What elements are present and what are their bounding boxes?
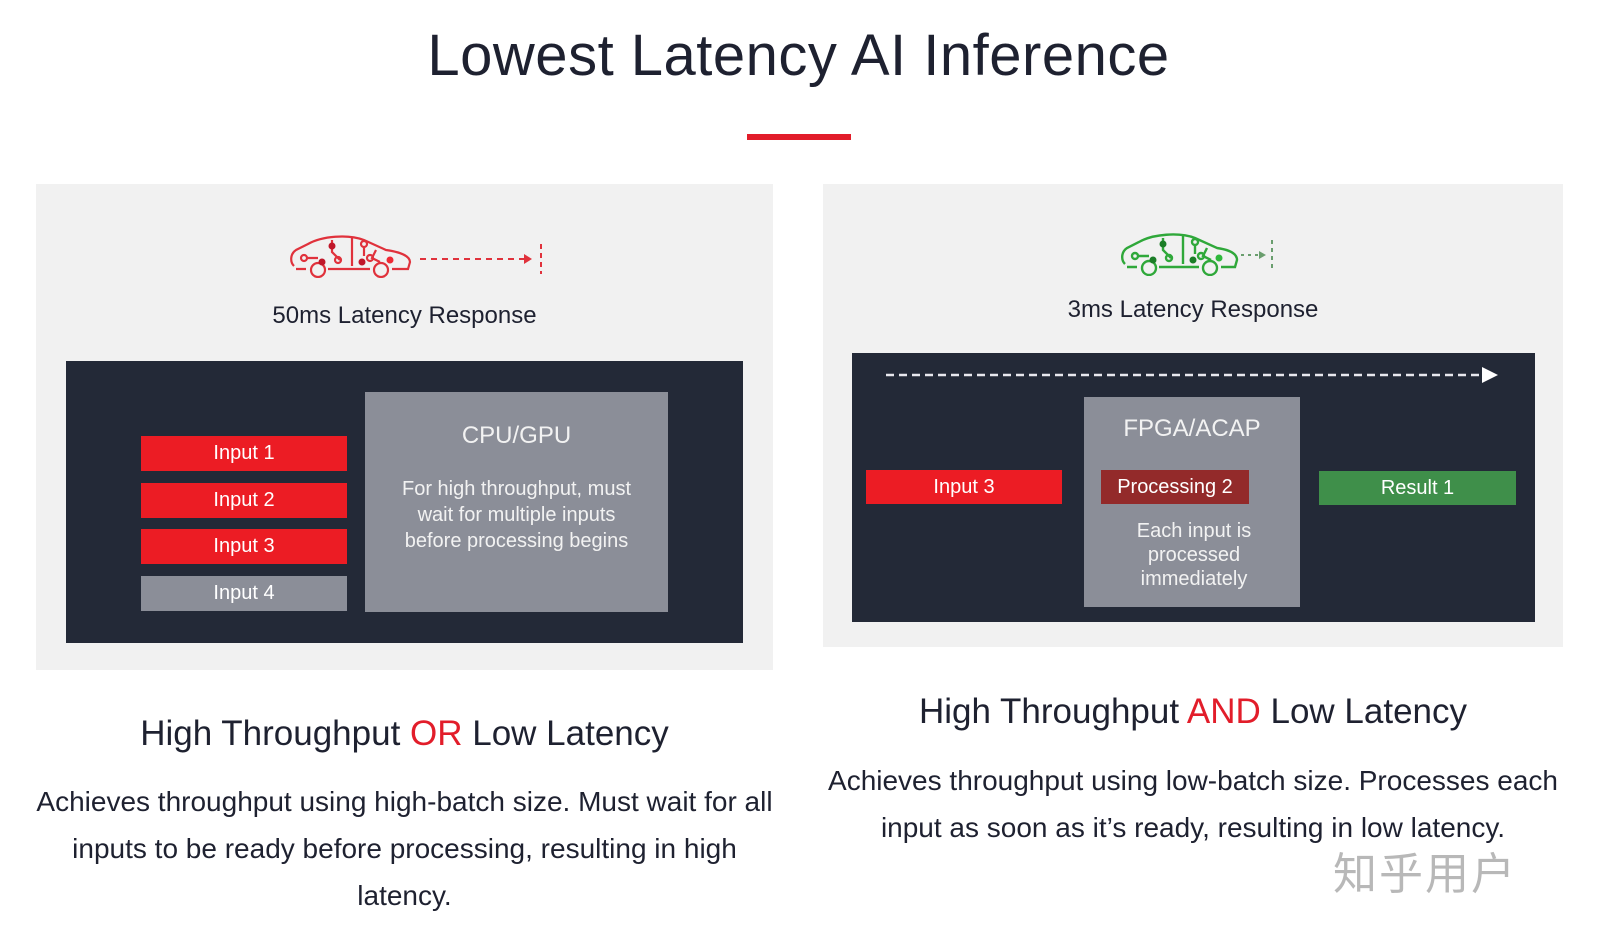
left-description: Achieves throughput using high-batch siz… — [36, 786, 773, 911]
heading-text: High Throughput — [140, 714, 411, 753]
fpga-acap-block: FPGA/ACAP Processing 2 Each input is pro… — [1084, 397, 1300, 607]
processor-description: For high throughput, must wait for multi… — [401, 478, 631, 552]
result-1-block: Result 1 — [1319, 471, 1516, 505]
right-description: Achieves throughput using low-batch size… — [828, 765, 1558, 843]
car-circuit-icon — [290, 235, 542, 278]
cpu-gpu-block: CPU/GPU For high throughput, must wait f… — [365, 392, 668, 612]
right-heading: High Throughput AND Low Latency — [823, 692, 1563, 732]
page-title: Lowest Latency AI Inference — [427, 23, 1170, 88]
cpu-gpu-panel: 50ms Latency Response Input 1 Input 2 In… — [36, 184, 773, 670]
latency-label: 50ms Latency Response — [272, 302, 537, 329]
heading-text: Low Latency — [462, 714, 669, 753]
watermark: 知乎用户 — [1333, 849, 1517, 900]
input-1-block: Input 1 — [141, 436, 347, 471]
left-heading: High Throughput OR Low Latency — [36, 714, 773, 754]
processing-2-block: Processing 2 — [1101, 470, 1249, 504]
car-circuit-icon — [1121, 233, 1273, 276]
latency-label: 3ms Latency Response — [1067, 296, 1319, 323]
heading-text: Low Latency — [1260, 692, 1468, 731]
input-2-block: Input 2 — [141, 483, 347, 518]
fpga-acap-panel: 3ms Latency Response Input 3 FPGA/ACAP P… — [823, 184, 1563, 647]
processor-title: FPGA/ACAP — [1123, 415, 1261, 442]
heading-text: High Throughput — [918, 692, 1187, 731]
processor-description: Each input is processed immediately — [1136, 520, 1252, 590]
input-3-block: Input 3 — [141, 529, 347, 564]
heading-accent: AND — [1186, 692, 1261, 731]
processor-title: CPU/GPU — [461, 422, 572, 449]
title-underline — [747, 134, 851, 140]
input-4-block: Input 4 — [141, 576, 347, 611]
heading-accent: OR — [410, 714, 463, 753]
timeline-arrow-icon — [886, 367, 1498, 383]
input-3-block: Input 3 — [866, 470, 1062, 504]
cpu-gpu-diagram: Input 1 Input 2 Input 3 Input 4 CPU/GPU … — [66, 361, 743, 643]
fpga-acap-diagram: Input 3 FPGA/ACAP Processing 2 Each inpu… — [852, 353, 1535, 622]
